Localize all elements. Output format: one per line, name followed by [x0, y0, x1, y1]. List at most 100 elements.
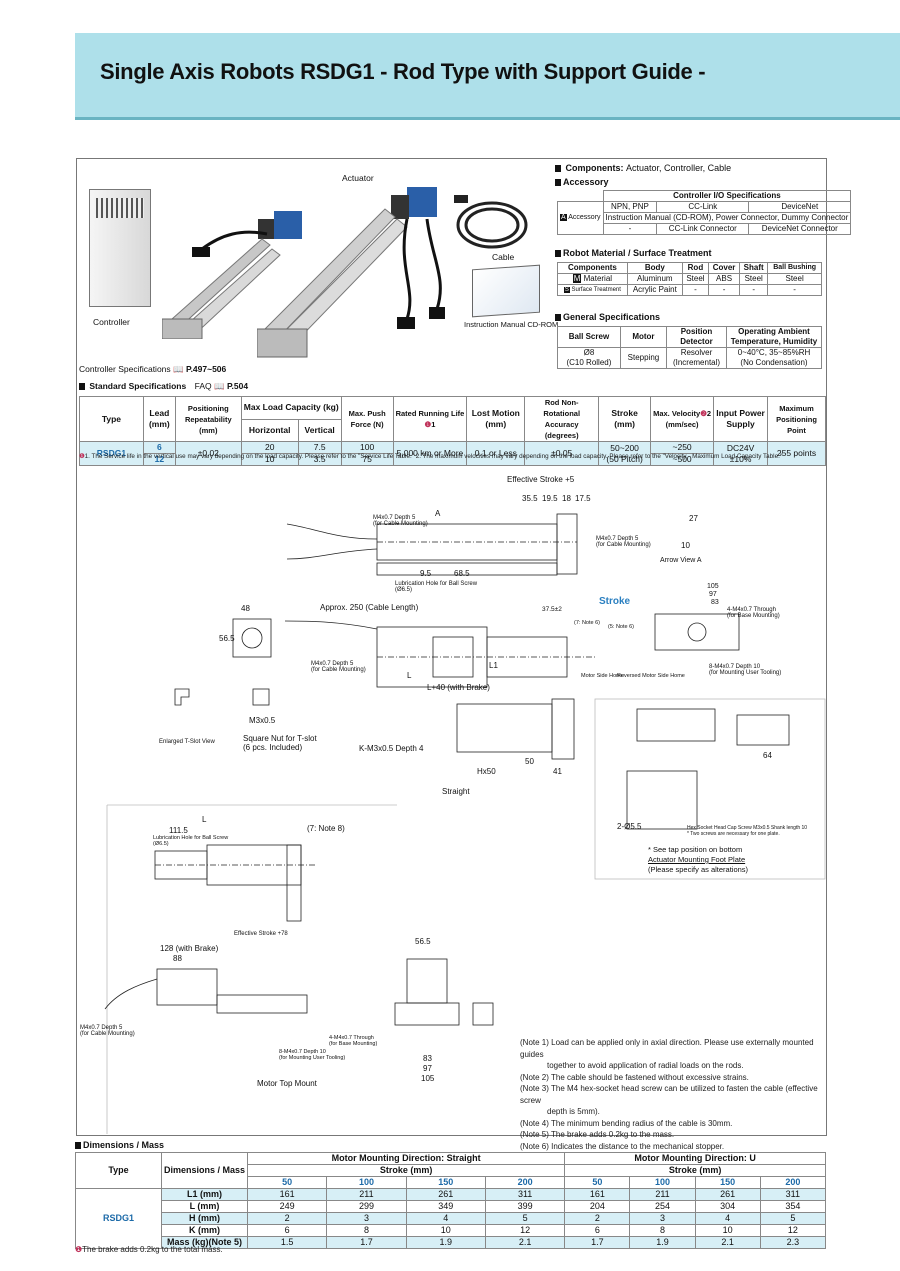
dim-355: 35.5 — [522, 494, 538, 503]
gen-ambient-2: (No Condensation) — [740, 358, 808, 367]
dims-cell: 261 — [405, 1188, 486, 1201]
note-marker-icon: ❶ — [424, 420, 432, 429]
gen-screw-2: (C10 Rolled) — [566, 358, 612, 367]
std-input-2: ±10% — [729, 453, 752, 464]
dims-cell: 12 — [484, 1224, 566, 1237]
controller-image — [89, 189, 151, 307]
std-h-horizontal: Horizontal — [240, 418, 299, 442]
actuator-image-large — [257, 187, 445, 358]
dims-cell: 349 — [405, 1200, 486, 1213]
note-3b: depth is 5mm). — [547, 1107, 600, 1116]
dims-h-straight: Motor Mounting Direction: Straight — [247, 1152, 566, 1165]
user-tap-2-text: 8-M4x0.7 Depth 10 — [279, 1049, 326, 1055]
standard-head: Standard Specifications FAQ 📖 P.504 — [79, 381, 248, 392]
actuator-image-small — [162, 211, 302, 339]
standard-label: Standard Specifications — [89, 381, 187, 391]
dims-u150: 150 — [694, 1176, 761, 1189]
mat-h-bushing: Ball Bushing — [767, 262, 822, 274]
hex-note: Hex Socket Head Cap Screw M3x0.5 Shank l… — [687, 825, 807, 837]
base-tap-2: 4-M4x0.7 Through(for Base Mounting) — [329, 1035, 377, 1047]
controller-spec-page[interactable]: P.497~506 — [186, 364, 227, 374]
dims-cell: 2.1 — [484, 1236, 566, 1249]
std-h-life-num: 1 — [431, 420, 436, 429]
accessory-tag: A — [560, 214, 567, 221]
note-1b: together to avoid application of radial … — [547, 1061, 744, 1070]
surf-shaft: - — [739, 284, 769, 296]
dims-cell: 10 — [694, 1224, 761, 1237]
std-rod: ±0.05 — [524, 441, 600, 466]
surf-label: Surface Treatment — [571, 287, 621, 293]
dims-cell: 8 — [629, 1224, 696, 1237]
faq-page[interactable]: P.504 — [226, 381, 249, 391]
surf-row-label: S Surface Treatment — [557, 284, 628, 296]
dims-cell: 10 — [405, 1224, 486, 1237]
dims-cell: 161 — [247, 1188, 328, 1201]
nut-m3: M3x0.5 — [249, 716, 276, 725]
std-vert-12: 3.5 — [297, 453, 342, 466]
motor-home: Motor Side Home — [581, 673, 624, 679]
cable-image — [454, 195, 528, 249]
dim-128: 128 (with Brake) — [160, 944, 219, 953]
std-h-type: Type — [79, 396, 144, 442]
std-h-vel-unit: (mm/sec) — [665, 420, 699, 429]
dim-83-b: 83 — [423, 1054, 432, 1063]
std-h-push: Max. Push Force (N) — [340, 396, 394, 442]
components-line: Components: Actuator, Controller, Cable — [555, 163, 732, 173]
note-2: (Note 2) The cable should be fastened wi… — [520, 1072, 749, 1082]
dim-565-b: 56.5 — [415, 937, 431, 946]
std-h-max: Maximum Positioning Point — [767, 396, 826, 442]
std-h-rod: Rod Non-Rotational Accuracy (degrees) — [524, 396, 600, 442]
title-banner: Single Axis Robots RSDG1 - Rod Type with… — [75, 33, 900, 120]
note-1: (Note 1) Load can be applied only in axi… — [520, 1038, 814, 1059]
accessory-head: Accessory — [555, 177, 609, 187]
user-tap-2-sub: (for Mounting User Tooling) — [279, 1055, 346, 1061]
dims-cell: 304 — [694, 1200, 761, 1213]
dims-cell: 6 — [247, 1224, 328, 1237]
general-table: Ball Screw Motor Position Detector Opera… — [557, 326, 822, 369]
dims-cell: 1.9 — [405, 1236, 486, 1249]
dims-cell: 2.1 — [694, 1236, 761, 1249]
dims-h-stroke-u: Stroke (mm) — [564, 1164, 826, 1177]
std-h-vel-num: 2 — [706, 409, 712, 418]
std-h-lost: Lost Motion (mm) — [466, 396, 526, 442]
plate-title: Actuator Mounting Foot Plate — [648, 855, 746, 864]
note6-b: (5: Note 6) — [608, 624, 634, 630]
hex-note-2: * Two screws are necessary for one plate… — [687, 831, 780, 837]
std-vel-12: ~500 — [650, 453, 715, 466]
dims-cell: 6 — [564, 1224, 631, 1237]
dims-cell: 2 — [564, 1212, 631, 1225]
dim-565: 56.5 — [219, 634, 235, 643]
dims-footnote: ❶The brake adds 0.2kg to the total mass. — [75, 1245, 223, 1254]
dims-cell: 2 — [247, 1212, 328, 1225]
dims-cell: 261 — [694, 1188, 761, 1201]
lube-sub: (Ø6.5) — [395, 587, 413, 593]
cdrom-caption: Instruction Manual CD-ROM — [464, 320, 559, 329]
dim-27: 27 — [689, 514, 698, 523]
dim-105-b: 105 — [421, 1074, 435, 1083]
gen-motor: Stepping — [619, 347, 668, 369]
spec-frame: Actuator Cable Controller Instruction Ma… — [76, 158, 852, 1151]
gen-screw: Ø8(C10 Rolled) — [557, 347, 621, 369]
controller-vents — [96, 198, 144, 218]
nut-sub: (6 pcs. Included) — [243, 743, 303, 752]
tap-cable-text: M4x0.7 Depth 5 — [373, 515, 416, 521]
dims-u50: 50 — [564, 1176, 631, 1189]
dims-table: Type Dimensions / Mass Motor Mounting Di… — [75, 1152, 827, 1249]
std-life: 5,000 km or More — [392, 441, 468, 466]
dims-cell: 211 — [326, 1188, 407, 1201]
tap-cable-sub: (for Cable Mounting) — [373, 521, 428, 527]
std-input-1: DC24V — [726, 442, 755, 453]
base-tap-2-text: 4-M4x0.7 Through — [329, 1035, 374, 1041]
hex-note-text: Hex Socket Head Cap Screw M3x0.5 Shank l… — [687, 825, 808, 831]
dims-h-type: Type — [75, 1152, 162, 1189]
surf-rod: - — [681, 284, 710, 296]
dims-cell: 5 — [759, 1212, 827, 1225]
dim-10-a: 10 — [681, 541, 690, 550]
note-4: (Note 4) The minimum bending radius of t… — [520, 1118, 733, 1128]
user-tap-2: 8-M4x0.7 Depth 10(for Mounting User Tool… — [279, 1049, 345, 1061]
dims-cell: 161 — [564, 1188, 631, 1201]
dims-cell: 5 — [484, 1212, 566, 1225]
